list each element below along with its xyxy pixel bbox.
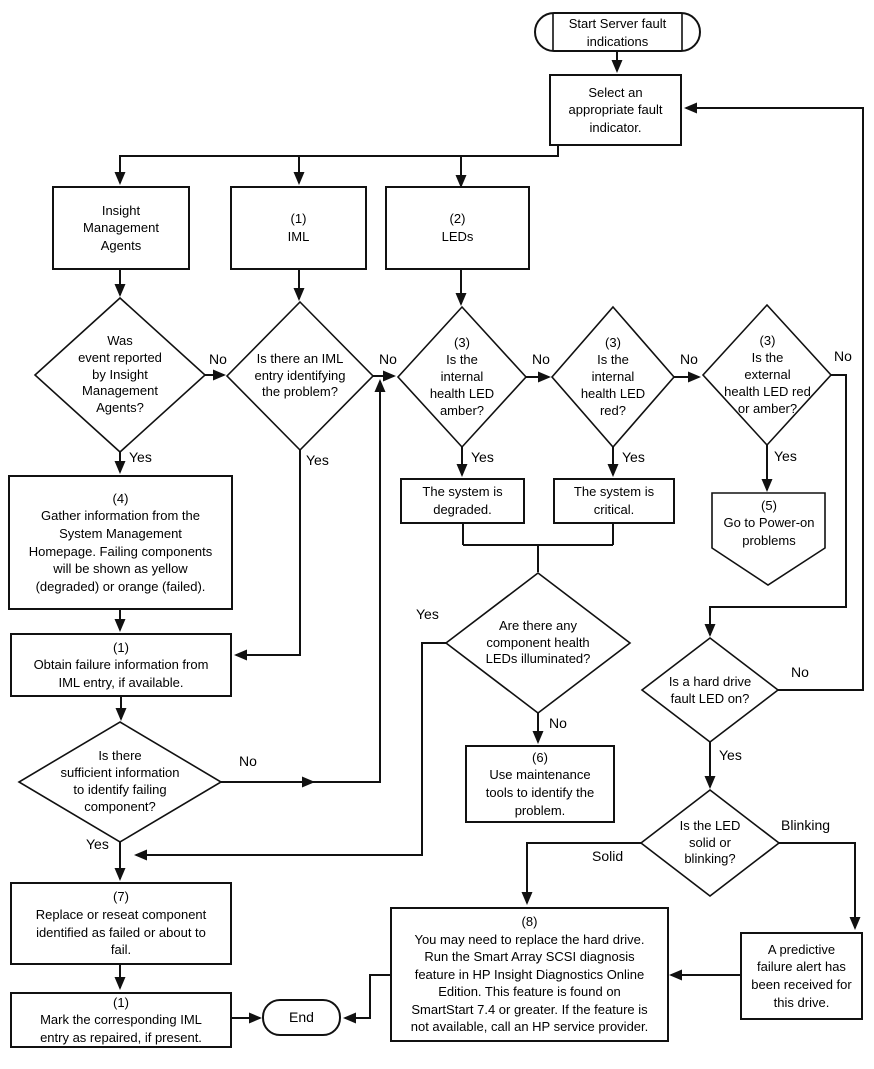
label-damber-no: No: [532, 351, 550, 367]
label-dsufficient-yes: Yes: [86, 836, 109, 852]
leds-box: (2) LEDs: [385, 186, 530, 270]
predictive-failure-box: A predictive failure alert has been rece…: [740, 932, 863, 1020]
decision-component-leds-shape: [444, 571, 632, 715]
start-terminator-bars: [552, 13, 683, 51]
label-dsufficient-no: No: [239, 753, 257, 769]
gather-info-box: (4) Gather information from the System M…: [8, 475, 233, 610]
start-terminator-shape: [534, 12, 701, 52]
decision-event-reported-label: Was event reported by Insight Management…: [78, 332, 162, 416]
replace-hard-drive-box: (8) You may need to replace the hard dri…: [390, 907, 669, 1042]
label-dharddrive-yes: Yes: [719, 747, 742, 763]
decision-sufficient-info-shape: [17, 721, 223, 843]
label-dred-no: No: [680, 351, 698, 367]
decision-iml-entry-shape: [225, 300, 375, 452]
decision-external-led-shape: [701, 303, 833, 447]
decision-component-leds-label: Are there any component health LEDs illu…: [485, 617, 591, 667]
edge-blinking: [779, 842, 861, 930]
edge-dcomponent-yes: [134, 642, 446, 861]
select-fault-indicator-box: Select an appropriate fault indicator.: [549, 74, 682, 146]
edge-status-merge: [462, 524, 614, 572]
label-dcomponent-yes: Yes: [416, 606, 439, 622]
decision-hard-drive-shape: [640, 636, 780, 744]
decision-internal-amber-shape: [396, 305, 528, 449]
label-devent-yes: Yes: [129, 449, 152, 465]
edge-dsufficient-no-b: [310, 379, 386, 783]
decision-event-reported-shape: [33, 296, 207, 454]
obtain-failure-box: (1) Obtain failure information from IML …: [10, 633, 232, 697]
insight-agents-box: Insight Management Agents: [52, 186, 190, 270]
label-dexternal-yes: Yes: [774, 448, 797, 464]
label-dimlentry-no: No: [379, 351, 397, 367]
decision-internal-red-shape: [550, 305, 676, 449]
replace-component-box: (7) Replace or reseat component identifi…: [10, 882, 232, 965]
decision-internal-red-label: (3) Is the internal health LED red?: [580, 335, 646, 418]
connector-lines: [114, 51, 864, 1024]
decision-solid-blinking-shape: [639, 788, 781, 898]
decision-solid-blinking-label: Is the LED solid or blinking?: [679, 817, 741, 867]
maintenance-tools-box: (6) Use maintenance tools to identify th…: [465, 745, 615, 823]
label-blinking: Blinking: [781, 817, 831, 833]
end-terminator-shape: [262, 999, 341, 1036]
edge-hdbox-end: [343, 974, 390, 1024]
edge-solid: [521, 842, 641, 905]
edge-dimlentry-yes: [234, 450, 301, 661]
decision-external-led-label: (3) Is the external health LED red or am…: [724, 333, 811, 416]
mark-iml-box: (1) Mark the corresponding IML entry as …: [10, 992, 232, 1048]
system-degraded-box: The system is degraded.: [400, 478, 525, 524]
decision-hard-drive-label: Is a hard drive fault LED on?: [668, 673, 752, 706]
power-on-connector-shape: [711, 492, 826, 586]
label-dimlentry-yes: Yes: [306, 452, 329, 468]
label-dcomponent-no: No: [549, 715, 567, 731]
label-damber-yes: Yes: [471, 449, 494, 465]
power-on-connector-label: (5) Go to Power-on problems: [723, 497, 815, 548]
label-dexternal-no: No: [834, 348, 852, 364]
decision-sufficient-info-label: Is there sufficient information to ident…: [60, 748, 180, 814]
decision-iml-entry-label: Is there an IML entry identifying the pr…: [254, 350, 346, 400]
start-terminator-label: Start Server fault indications: [568, 16, 667, 49]
edge-dexternal-no: [704, 374, 847, 637]
label-dharddrive-no: No: [791, 664, 809, 680]
label-devent-no: No: [209, 351, 227, 367]
edge-select-insight: [114, 146, 559, 185]
iml-box: (1) IML: [230, 186, 367, 270]
label-solid: Solid: [592, 848, 624, 864]
end-terminator-label: End: [289, 1009, 314, 1026]
system-critical-box: The system is critical.: [553, 478, 675, 524]
label-dred-yes: Yes: [622, 449, 645, 465]
edge-dharddrive-no: [684, 102, 864, 691]
decision-internal-amber-label: (3) Is the internal health LED amber?: [429, 335, 495, 418]
